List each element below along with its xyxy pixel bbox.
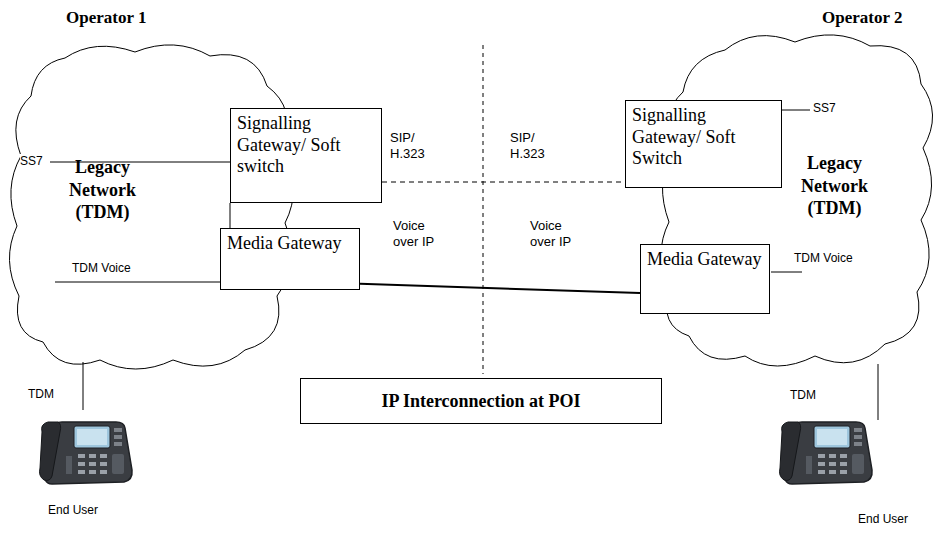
end-user-label: End User — [858, 512, 908, 526]
cloud-outline — [5, 38, 305, 373]
cloud-outline — [655, 28, 935, 373]
end-user-label: End User — [48, 503, 98, 517]
link-label: TDM — [28, 387, 54, 401]
tdm-voice-line — [55, 282, 220, 283]
node-label: IP Interconnection at POI — [381, 391, 580, 412]
phone-icon — [40, 422, 133, 484]
tdm-voice-line — [771, 272, 802, 273]
internal-link — [230, 203, 231, 228]
node-label: Media Gateway — [227, 233, 353, 255]
network-cloud: Legacy Network (TDM) — [655, 28, 935, 373]
ss7-line — [782, 110, 810, 111]
network-cloud: Legacy Network (TDM) — [5, 38, 305, 373]
node-label: Media Gateway — [647, 249, 763, 271]
transport-label: Voice over IP — [530, 218, 590, 249]
poi-divider — [483, 45, 484, 374]
operator-title: Operator 1 — [66, 8, 146, 28]
signal-name: TDM Voice — [794, 251, 853, 265]
transport-label: Voice over IP — [393, 218, 453, 249]
tdm-line — [878, 364, 879, 420]
node-label: Signalling Gateway/ Soft switch — [237, 113, 375, 178]
gateway-box: Signalling Gateway/ Soft switch — [230, 108, 382, 203]
link-label: TDM — [790, 388, 816, 402]
phone-icon — [780, 422, 873, 484]
operator-title: Operator 2 — [822, 8, 902, 28]
signal-name: SS7 — [20, 154, 43, 168]
protocol-label: SIP/ H.323 — [390, 130, 442, 161]
gateway-box: Media Gateway — [640, 244, 770, 314]
signal-name: TDM Voice — [72, 261, 131, 275]
signalling-link — [382, 182, 625, 183]
network-title: Legacy Network (TDM) — [45, 156, 160, 224]
node-label: Signalling Gateway/ Soft Switch — [632, 105, 775, 170]
gateway-box: Media Gateway — [220, 228, 360, 290]
protocol-label: SIP/ H.323 — [510, 130, 562, 161]
network-title: Legacy Network (TDM) — [777, 152, 892, 220]
tdm-line — [83, 362, 84, 410]
media-link — [360, 284, 640, 293]
gateway-box: Signalling Gateway/ Soft Switch — [625, 100, 782, 188]
interconnection-box: IP Interconnection at POI — [300, 378, 662, 424]
signal-name: SS7 — [813, 101, 836, 115]
